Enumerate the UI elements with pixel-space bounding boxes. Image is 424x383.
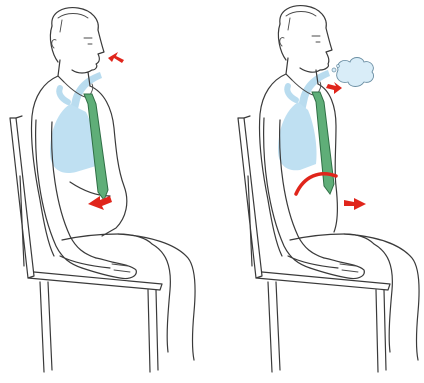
arrow-belly-in[interactable] — [344, 198, 366, 210]
arrow-inhale-nose[interactable] — [108, 52, 124, 63]
panel-inhale — [10, 8, 195, 372]
breath-cloud — [332, 58, 374, 87]
arrow-exhale-nose[interactable] — [326, 82, 342, 94]
arrow-belly-out[interactable] — [88, 196, 112, 210]
legs-right — [288, 234, 419, 360]
panel-exhale — [238, 6, 419, 372]
legs-left — [60, 234, 195, 360]
trachea-right — [287, 86, 296, 100]
lung-right — [278, 102, 317, 170]
trachea-left — [59, 88, 68, 102]
